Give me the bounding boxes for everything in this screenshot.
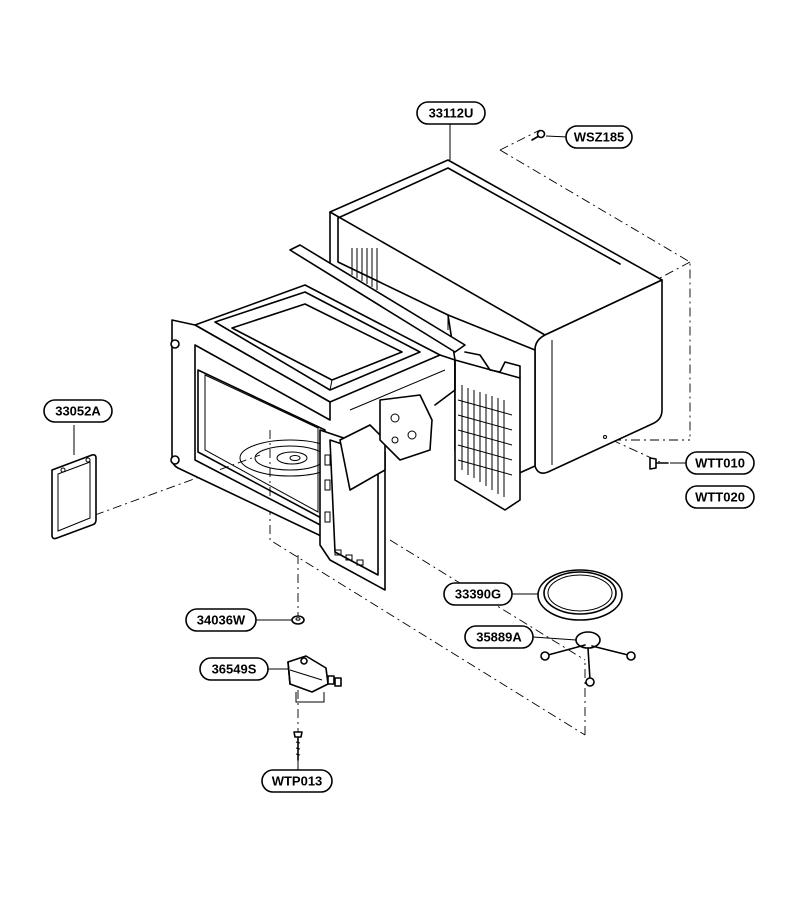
svg-text:33112U: 33112U — [429, 106, 474, 121]
svg-text:36549S: 36549S — [212, 662, 257, 677]
callout-WTP013: WTP013 — [261, 769, 333, 793]
coupler-part — [291, 615, 305, 625]
svg-text:WTT020: WTT020 — [695, 490, 745, 505]
callout-WTT020: WTT020 — [685, 485, 755, 509]
callout-WSZ185: WSZ185 — [565, 125, 633, 149]
callout-33390G: 33390G — [443, 582, 513, 606]
callout-35889A: 35889A — [464, 625, 534, 649]
glass-tray-part — [537, 569, 623, 621]
svg-text:WSZ185: WSZ185 — [574, 130, 625, 145]
svg-text:33052A: 33052A — [55, 404, 101, 419]
callout-33052A: 33052A — [43, 399, 113, 423]
cover-plate-part — [51, 454, 97, 540]
callout-36549S: 36549S — [199, 657, 269, 681]
svg-text:WTP013: WTP013 — [272, 774, 323, 789]
svg-text:WTT010: WTT010 — [695, 456, 745, 471]
vent-grid — [457, 385, 513, 497]
callout-33112U: 33112U — [416, 101, 486, 125]
leader-lines — [73, 123, 686, 770]
roller-ring-part — [540, 631, 636, 687]
svg-text:35889A: 35889A — [476, 630, 522, 645]
motor-screw-part — [293, 731, 303, 761]
motor-part — [287, 655, 342, 703]
svg-text:34036W: 34036W — [197, 613, 246, 628]
callout-34036W: 34036W — [185, 608, 257, 632]
screw-top-part — [531, 129, 546, 141]
svg-text:33390G: 33390G — [455, 587, 501, 602]
cabinet-vents — [351, 248, 378, 290]
screw-side-part — [649, 457, 669, 470]
oven-chassis — [170, 244, 521, 591]
callout-WTT010: WTT010 — [685, 451, 755, 475]
